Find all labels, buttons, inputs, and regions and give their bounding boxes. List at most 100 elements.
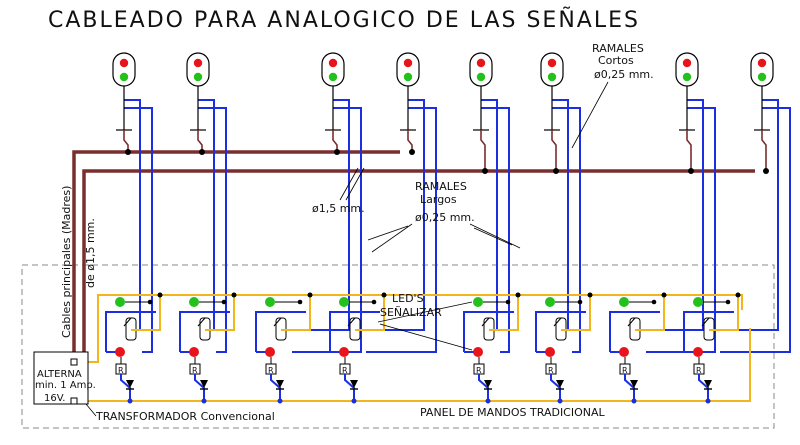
signal-head [396,52,420,87]
diode-wire [120,374,131,401]
ramales-largos-label: RAMALES [415,180,467,193]
toggle-lever [481,317,490,327]
short-branch [761,130,767,171]
module-green-led [619,297,629,307]
short-branch [407,130,413,152]
feed-node [157,292,163,298]
signal-green-lamp [476,72,486,82]
panel-label: PANEL DE MANDOS TRADICIONAL [420,406,606,419]
transformer-box [33,351,89,405]
bus-node [557,398,563,404]
panel-module-2: R [179,292,237,404]
ramales-largos-sub: Largos [420,193,457,206]
signal-head [321,52,345,87]
signal-red-lamp [757,58,767,68]
module-red-led [265,347,275,357]
module-frame [105,311,156,352]
resistor-label: R [622,366,628,375]
panel-module-8: R [683,292,741,404]
diode [276,380,284,388]
toggle-lever [627,317,636,327]
signal-green-lamp [328,72,338,82]
module-frame [179,311,230,352]
module-frame [609,311,660,352]
led-node [297,299,303,305]
module-frame [535,311,586,352]
signal-5 [469,52,493,174]
branch-wire-a [730,99,779,331]
module-green-led [693,297,703,307]
module-red-led [339,347,349,357]
branch-wire-a [302,99,350,331]
branch-wire-b [646,107,716,353]
signal-red-lamp [403,58,413,68]
diode-wire [270,374,281,401]
toggle-feed [131,295,161,331]
module-red-led [115,347,125,357]
module-red-led [619,347,629,357]
diode [200,380,208,388]
led-node [651,299,657,305]
branch-wire-b [481,107,510,353]
signal-head [675,52,699,87]
main-cable-upper [72,150,400,360]
toggle-feed [561,295,591,331]
toggle-lever [123,317,132,327]
diode-wire [194,374,205,401]
long-branch-8 [720,99,791,353]
diode-wire [698,374,709,401]
panel-module-3: R [255,292,313,404]
common-bus [77,328,751,402]
long-branches [124,99,791,353]
ramales-cortos-sub: Cortos [598,54,634,67]
led-node [505,299,511,305]
signal-red-lamp [682,58,692,68]
toggle-lever [701,317,710,327]
bus-node [631,398,637,404]
panel-module-7: R [609,292,667,404]
signal-head [186,52,210,87]
short-branch [686,130,692,171]
module-red-led [189,347,199,357]
long-branch-3 [292,99,362,353]
ramales-cortos-label: RAMALES [592,42,644,55]
signal-8 [750,52,774,174]
module-green-led [189,297,199,307]
bus-node [127,398,133,404]
signal-red-lamp [328,58,338,68]
module-frame [255,311,306,352]
alterna-label: ALTERNA [37,369,82,380]
junction-dot [334,149,340,155]
toggle-feed [489,295,519,331]
junction-dot [199,149,205,155]
led-node [725,299,731,305]
short-branch [197,130,203,152]
short-branch [480,130,486,171]
bus-node [277,398,283,404]
alterna-amp: min. 1 Amp. [35,380,96,391]
leds-sub: SEÑALIZAR [380,306,442,319]
junction-dot [482,168,488,174]
module-frame [463,311,514,352]
toggle-feed [355,295,385,331]
diode [556,380,564,388]
transformer-label: TRANSFORMADOR Convencional [95,410,275,423]
alterna-volt: 16V. [44,393,65,404]
ramales-cortos-gauge: ø0,25 mm. [594,68,654,81]
diode [704,380,712,388]
resistor-label: R [118,366,124,375]
feed-node [587,292,593,298]
module-red-led [693,347,703,357]
signal-head [540,52,564,87]
module-red-led [473,347,483,357]
bus-node [201,398,207,404]
signals [112,52,774,174]
feed-node [307,292,313,298]
feed-node [661,292,667,298]
signal-red-lamp [547,58,557,68]
short-branch [551,130,557,171]
signal-green-lamp [757,72,767,82]
led-node [577,299,583,305]
signal-7 [675,52,699,174]
junction-dot [553,168,559,174]
